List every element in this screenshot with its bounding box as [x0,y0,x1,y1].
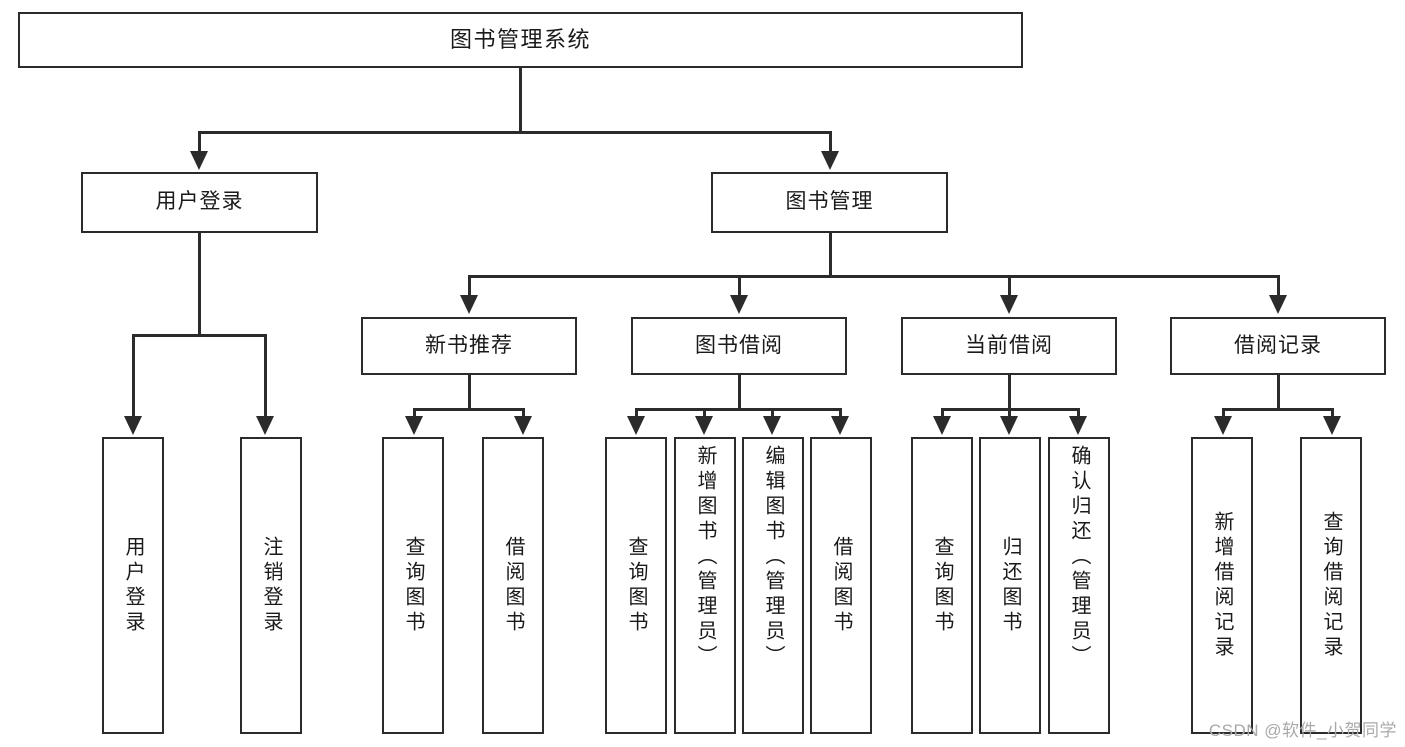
connector-currentborrow-drop-1 [941,408,944,418]
connector-borrowrecord-drop-2 [1331,408,1334,418]
connector-borrowrecord-bus [1222,408,1334,411]
connector-currentborrow-drop-2 [1008,408,1011,418]
arrowhead-to-leaf-return-book [1000,416,1018,435]
arrowhead-to-leaf-borrow-book-2 [831,416,849,435]
connector-newbook-bus [413,408,525,411]
leaf-return-book-label: 归还图书 [999,535,1021,636]
arrowhead-to-leaf-add-record [1214,416,1232,435]
arrowhead-to-leaf-borrow-book-1 [514,416,532,435]
arrowhead-to-leaf-user-login [124,416,142,435]
leaf-add-book-label: 新增图书（管理员） [694,445,716,670]
connector-bookborrow-stem [738,374,741,410]
arrowhead-to-leaf-confirm-return [1069,416,1087,435]
connector-bookborrow-drop-3 [771,408,774,418]
leaf-logout-login-label: 注销登录 [260,535,282,636]
connector-root-stem [519,67,522,133]
arrowhead-to-leaf-query-book-3 [933,416,951,435]
connector-userlogin-drop-1 [132,334,135,418]
arrowhead-to-leaf-query-book-1 [405,416,423,435]
leaf-query-book-3-label: 查询图书 [931,535,953,636]
connector-newbook-drop-2 [522,408,525,418]
connector-bookmgmt-drop-1 [468,275,471,297]
node-book-borrow[interactable]: 图书借阅 [631,317,847,375]
arrowhead-to-current-borrow [1000,295,1018,314]
arrowhead-to-book-borrow [730,295,748,314]
arrowhead-to-leaf-add-book [695,416,713,435]
node-user-login[interactable]: 用户登录 [81,172,318,233]
node-book-management-label: 图书管理 [785,190,874,214]
leaf-borrow-book-1-label: 借阅图书 [502,535,524,636]
leaf-edit-book[interactable]: 编辑图书（管理员） [742,437,804,734]
arrowhead-to-leaf-edit-book [763,416,781,435]
arrowhead-to-book-management [821,151,839,170]
leaf-return-book[interactable]: 归还图书 [979,437,1041,734]
arrowhead-to-borrow-record [1269,295,1287,314]
leaf-logout-login[interactable]: 注销登录 [240,437,302,734]
connector-userlogin-drop-2 [264,334,267,418]
arrowhead-to-new-book-recommend [460,295,478,314]
leaf-add-record[interactable]: 新增借阅记录 [1191,437,1253,734]
connector-borrowrecord-drop-1 [1222,408,1225,418]
node-borrow-record-label: 借阅记录 [1234,333,1322,357]
leaf-query-book-2[interactable]: 查询图书 [605,437,667,734]
connector-root-drop-left [198,131,201,153]
arrowhead-to-leaf-query-record [1323,416,1341,435]
leaf-confirm-return-label: 确认归还（管理员） [1068,445,1090,670]
connector-root-bus [198,131,832,134]
leaf-query-record-label: 查询借阅记录 [1320,510,1342,661]
node-user-login-label: 用户登录 [155,190,244,214]
leaf-borrow-book-1[interactable]: 借阅图书 [482,437,544,734]
node-current-borrow-label: 当前借阅 [965,333,1053,357]
connector-currentborrow-stem [1008,374,1011,410]
arrowhead-to-leaf-query-book-2 [627,416,645,435]
leaf-borrow-book-2[interactable]: 借阅图书 [810,437,872,734]
leaf-borrow-book-2-label: 借阅图书 [830,535,852,636]
watermark: CSDN @软件_小贺同学 [1208,721,1397,740]
node-current-borrow[interactable]: 当前借阅 [901,317,1117,375]
node-book-borrow-label: 图书借阅 [695,333,783,357]
leaf-query-book-1[interactable]: 查询图书 [382,437,444,734]
leaf-query-book-2-label: 查询图书 [625,535,647,636]
leaf-user-login[interactable]: 用户登录 [102,437,164,734]
connector-bookmgmt-stem [829,232,832,277]
connector-bookmgmt-bus [468,275,1280,278]
leaf-confirm-return[interactable]: 确认归还（管理员） [1048,437,1110,734]
connector-currentborrow-drop-3 [1077,408,1080,418]
connector-bookborrow-drop-4 [839,408,842,418]
connector-root-drop-right [829,131,832,153]
connector-userlogin-stem [198,232,201,336]
leaf-edit-book-label: 编辑图书（管理员） [762,445,784,670]
leaf-query-record[interactable]: 查询借阅记录 [1300,437,1362,734]
node-root-label: 图书管理系统 [449,27,591,53]
leaf-user-login-label: 用户登录 [122,535,144,636]
node-book-management[interactable]: 图书管理 [711,172,948,233]
connector-newbook-drop-1 [413,408,416,418]
connector-userlogin-bus [132,334,267,337]
connector-borrowrecord-stem [1277,374,1280,410]
leaf-query-book-1-label: 查询图书 [402,535,424,636]
leaf-query-book-3[interactable]: 查询图书 [911,437,973,734]
leaf-add-record-label: 新增借阅记录 [1211,510,1233,661]
connector-bookmgmt-drop-2 [738,275,741,297]
connector-bookmgmt-drop-3 [1008,275,1011,297]
arrowhead-to-leaf-logout-login [256,416,274,435]
arrowhead-to-user-login [190,151,208,170]
node-root[interactable]: 图书管理系统 [18,12,1023,68]
node-new-book-recommend[interactable]: 新书推荐 [361,317,577,375]
connector-bookborrow-bus [635,408,842,411]
node-borrow-record[interactable]: 借阅记录 [1170,317,1386,375]
connector-newbook-stem [468,374,471,410]
connector-bookborrow-drop-2 [703,408,706,418]
leaf-add-book[interactable]: 新增图书（管理员） [674,437,736,734]
node-new-book-recommend-label: 新书推荐 [425,333,513,357]
connector-bookmgmt-drop-4 [1277,275,1280,297]
connector-bookborrow-drop-1 [635,408,638,418]
